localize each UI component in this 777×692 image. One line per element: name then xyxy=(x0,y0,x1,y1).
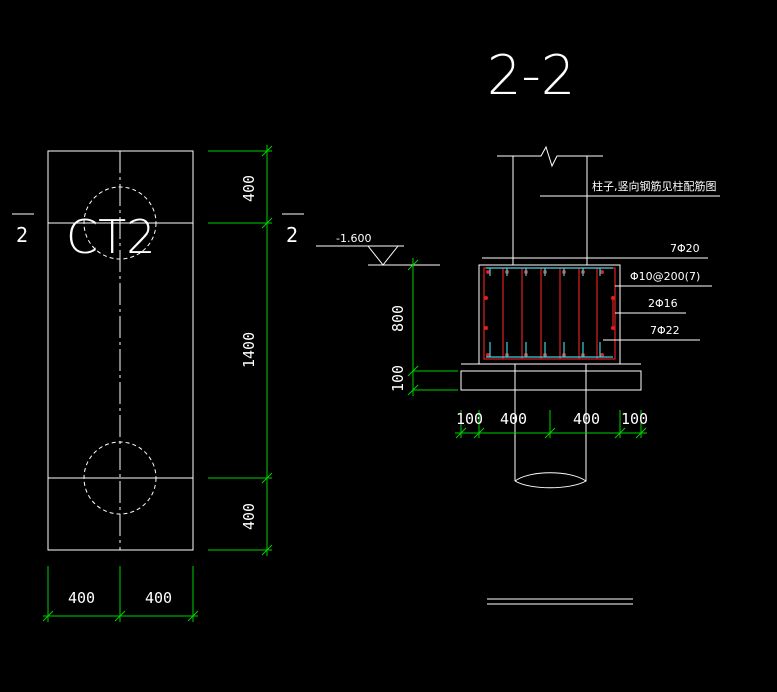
dim-text-top: 400 xyxy=(240,175,258,202)
top-bar-hooks xyxy=(489,268,601,276)
section-mark-right-label: 2 xyxy=(286,223,298,247)
rebar-cage xyxy=(483,267,616,360)
dim-text-left: 400 xyxy=(500,410,527,428)
dim-tick xyxy=(407,259,419,271)
pile-bottom-circle xyxy=(83,441,157,515)
top-bars-label: 7Φ20 xyxy=(670,242,700,255)
main-bars xyxy=(486,267,613,358)
dim-tick xyxy=(473,427,485,439)
stirrups-label: Φ10@200(7) xyxy=(630,270,700,283)
rebar-top-dot xyxy=(486,270,490,274)
dim-text-right: 400 xyxy=(573,410,600,428)
dim-tick xyxy=(261,544,273,556)
cap-section xyxy=(460,264,642,489)
title-underline xyxy=(487,598,633,605)
rebar-notes: 7Φ20 Φ10@200(7) 2Φ16 7Φ22 xyxy=(482,242,712,341)
dim-tick xyxy=(614,427,626,439)
dim-text-middle: 1400 xyxy=(240,332,258,368)
dim-tick xyxy=(261,472,273,484)
plan-horizontal-dimensions: 400 400 xyxy=(42,566,199,622)
pile-top-circle xyxy=(83,186,157,260)
dim-text-depth: 800 xyxy=(389,305,407,332)
dim-tick xyxy=(544,427,556,439)
cap-mark-label: CT2 xyxy=(66,210,155,264)
dim-text-left-width: 400 xyxy=(68,589,95,607)
dim-text-right-width: 400 xyxy=(145,589,172,607)
dim-text-left-edge: 100 xyxy=(456,410,483,428)
section-cut-marks: 2 2 xyxy=(12,213,304,247)
cushion-layer xyxy=(460,370,642,391)
rebar-bottom-dot xyxy=(600,353,604,357)
dim-tick xyxy=(187,610,199,622)
rebar-side-dot xyxy=(484,326,488,330)
section-vertical-dimensions: 800 100 xyxy=(389,258,458,396)
rebar-side-dot xyxy=(611,296,615,300)
side-bars-label: 2Φ16 xyxy=(648,297,678,310)
dim-tick xyxy=(42,610,54,622)
dim-text-cushion: 100 xyxy=(389,365,407,392)
rebar-bottom-dot xyxy=(486,353,490,357)
pile-cap-plan: CT2 xyxy=(47,150,194,551)
section-title: 2-2 xyxy=(487,44,575,107)
rebar-top-dot xyxy=(600,270,604,274)
dim-tick xyxy=(635,427,647,439)
dim-tick xyxy=(455,427,467,439)
section-mark-left-label: 2 xyxy=(16,223,28,247)
rebar-outer-stirrup xyxy=(483,267,616,360)
section-horizontal-dimensions: 100 400 400 100 xyxy=(455,410,648,439)
dim-tick xyxy=(261,217,273,229)
dim-text-right-edge: 100 xyxy=(621,410,648,428)
rebar-side-dot xyxy=(611,326,615,330)
pile-break-mark xyxy=(514,472,587,489)
dim-tick xyxy=(114,610,126,622)
column-stub xyxy=(497,145,603,265)
column-note-text: 柱子,竖向钢筋见柱配筋图 xyxy=(592,179,717,193)
elevation-label: -1.600 xyxy=(336,232,371,245)
elevation-mark: -1.600 xyxy=(316,232,440,266)
bottom-bars-label: 7Φ22 xyxy=(650,324,680,337)
dim-tick xyxy=(261,145,273,157)
plan-vertical-dimensions: 400 1400 400 xyxy=(208,145,273,556)
column-break-line xyxy=(497,145,603,168)
elevation-triangle xyxy=(367,245,399,266)
dim-text-bottom: 400 xyxy=(240,503,258,530)
bottom-bar-hooks xyxy=(489,342,601,357)
rebar-side-dot xyxy=(484,296,488,300)
cap-section-outline xyxy=(478,264,621,365)
